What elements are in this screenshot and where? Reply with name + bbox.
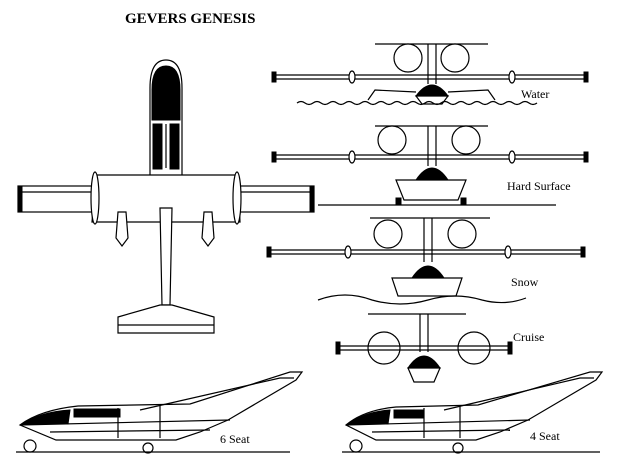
label-hard-surface: Hard Surface bbox=[507, 179, 571, 193]
plan-window-left bbox=[152, 123, 163, 170]
front-view-hard-surface: Hard Surface bbox=[271, 125, 589, 206]
plan-wing-left bbox=[17, 185, 95, 213]
label-6-seat: 6 Seat bbox=[220, 432, 250, 446]
front-view-snow: Snow bbox=[266, 217, 586, 305]
side-view-4-seat: 4 Seat bbox=[342, 371, 604, 454]
side-view-6-seat: 6 Seat bbox=[16, 371, 304, 454]
plan-canopy bbox=[151, 65, 181, 121]
plan-view bbox=[17, 59, 315, 334]
plan-horizontal-tail bbox=[117, 304, 215, 334]
plan-wing-right bbox=[237, 185, 315, 213]
label-4-seat: 4 Seat bbox=[530, 429, 560, 443]
label-water: Water bbox=[521, 87, 549, 101]
plan-window-right bbox=[169, 123, 180, 170]
plan-tail-boom bbox=[159, 207, 173, 306]
label-cruise: Cruise bbox=[513, 330, 544, 344]
plan-sponson-right bbox=[201, 211, 215, 247]
front-view-cruise: Cruise bbox=[335, 313, 544, 383]
plan-sponson-left bbox=[115, 211, 129, 247]
label-snow: Snow bbox=[511, 275, 539, 289]
front-view-water: Water bbox=[271, 43, 589, 106]
diagram-title: GEVERS GENESIS bbox=[125, 11, 255, 27]
